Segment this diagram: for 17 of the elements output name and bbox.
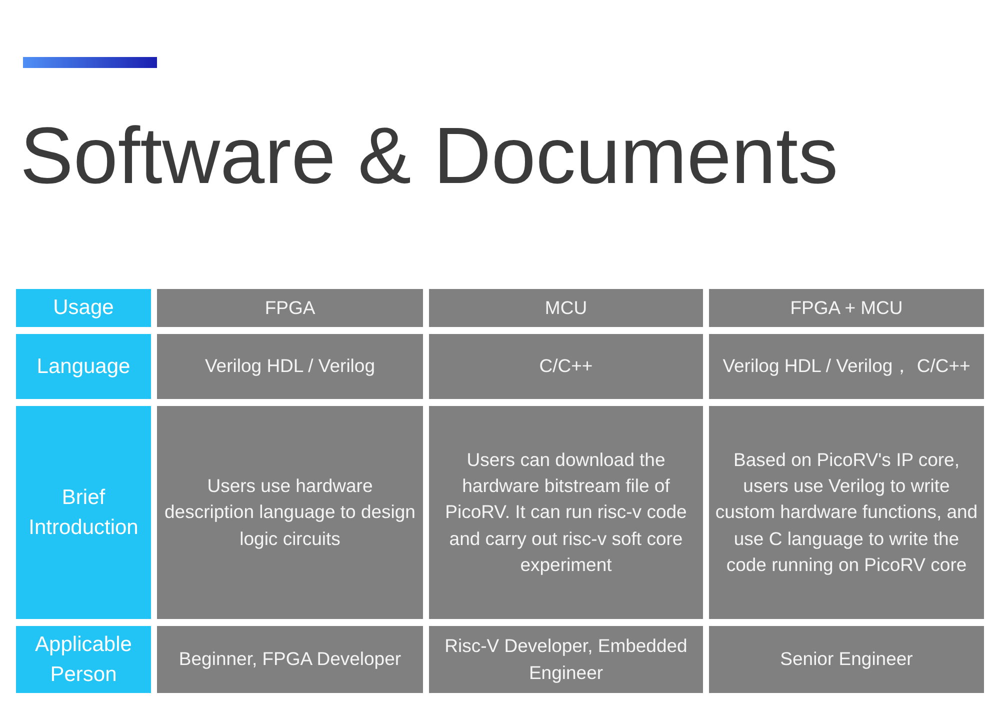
table-cell: Beginner, FPGA Developer: [157, 626, 423, 693]
table-cell: Based on PicoRV's IP core, users use Verilog to write custom hardware functions, and use C language to write the code running on PicoRV core: [709, 406, 984, 619]
row-header-cell: Brief Introduction: [16, 406, 151, 619]
table-cell: FPGA + MCU: [709, 289, 984, 327]
table-cell: Risc-V Developer, Embedded Engineer: [429, 626, 703, 693]
table-cell: Verilog HDL / Verilog， C/C++: [709, 334, 984, 399]
row-header-cell: Language: [16, 334, 151, 399]
table-cell: Verilog HDL / Verilog: [157, 334, 423, 399]
table-cell: Users use hardware description language to design logic circuits: [157, 406, 423, 619]
table-cell: MCU: [429, 289, 703, 327]
page-title: Software & Documents: [20, 112, 838, 200]
row-header-cell: Usage: [16, 289, 151, 327]
table-cell: C/C++: [429, 334, 703, 399]
table-cell: Senior Engineer: [709, 626, 984, 693]
table-cell: FPGA: [157, 289, 423, 327]
table-cell: Users can download the hardware bitstream file of PicoRV. It can run risc-v code and carry out risc-v soft core experiment: [429, 406, 703, 619]
row-header-cell: Applicable Person: [16, 626, 151, 693]
